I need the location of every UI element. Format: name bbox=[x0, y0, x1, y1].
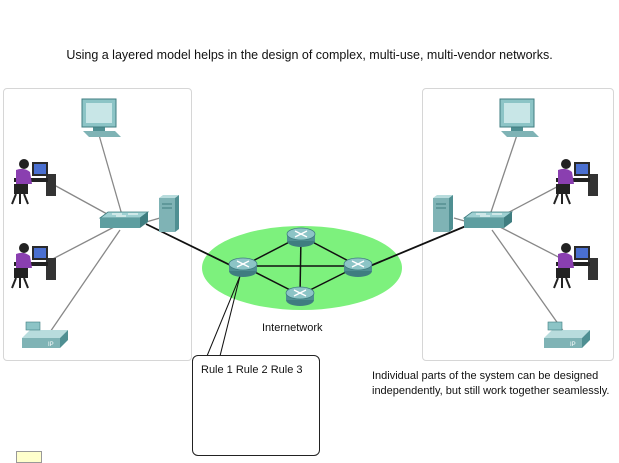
router-icon bbox=[286, 227, 316, 248]
router-icon bbox=[343, 257, 373, 278]
router-icon bbox=[285, 286, 315, 307]
note-text: Individual parts of the system can be de… bbox=[372, 369, 612, 399]
server-icon bbox=[158, 194, 180, 233]
user-at-desk-icon bbox=[11, 158, 57, 205]
workstation-icon bbox=[81, 98, 122, 138]
workstation-icon bbox=[499, 98, 540, 138]
switch-icon bbox=[463, 211, 513, 229]
switch-icon bbox=[99, 211, 149, 229]
left-lan-links bbox=[44, 134, 161, 336]
user-at-desk-icon bbox=[553, 158, 599, 205]
ip-phone-icon bbox=[543, 321, 591, 349]
rule-pointer bbox=[206, 275, 241, 357]
right-lan-links bbox=[453, 134, 571, 336]
internetwork-cloud bbox=[202, 226, 402, 310]
corner-swatch[interactable] bbox=[16, 451, 42, 463]
rule-box: Rule 1 Rule 2 Rule 3 bbox=[192, 355, 320, 456]
router-icon bbox=[228, 257, 258, 278]
user-at-desk-icon bbox=[11, 242, 57, 289]
internetwork-label: Internetwork bbox=[262, 322, 323, 334]
user-at-desk-icon bbox=[553, 242, 599, 289]
ip-phone-icon bbox=[21, 321, 69, 349]
caption: Using a layered model helps in the desig… bbox=[66, 48, 553, 62]
note-line: independently, but still work together s… bbox=[372, 385, 610, 397]
note-line: Individual parts of the system can be de… bbox=[372, 370, 599, 382]
rule-box-text: Rule 1 Rule 2 Rule 3 bbox=[201, 364, 303, 376]
server-icon bbox=[432, 194, 454, 233]
